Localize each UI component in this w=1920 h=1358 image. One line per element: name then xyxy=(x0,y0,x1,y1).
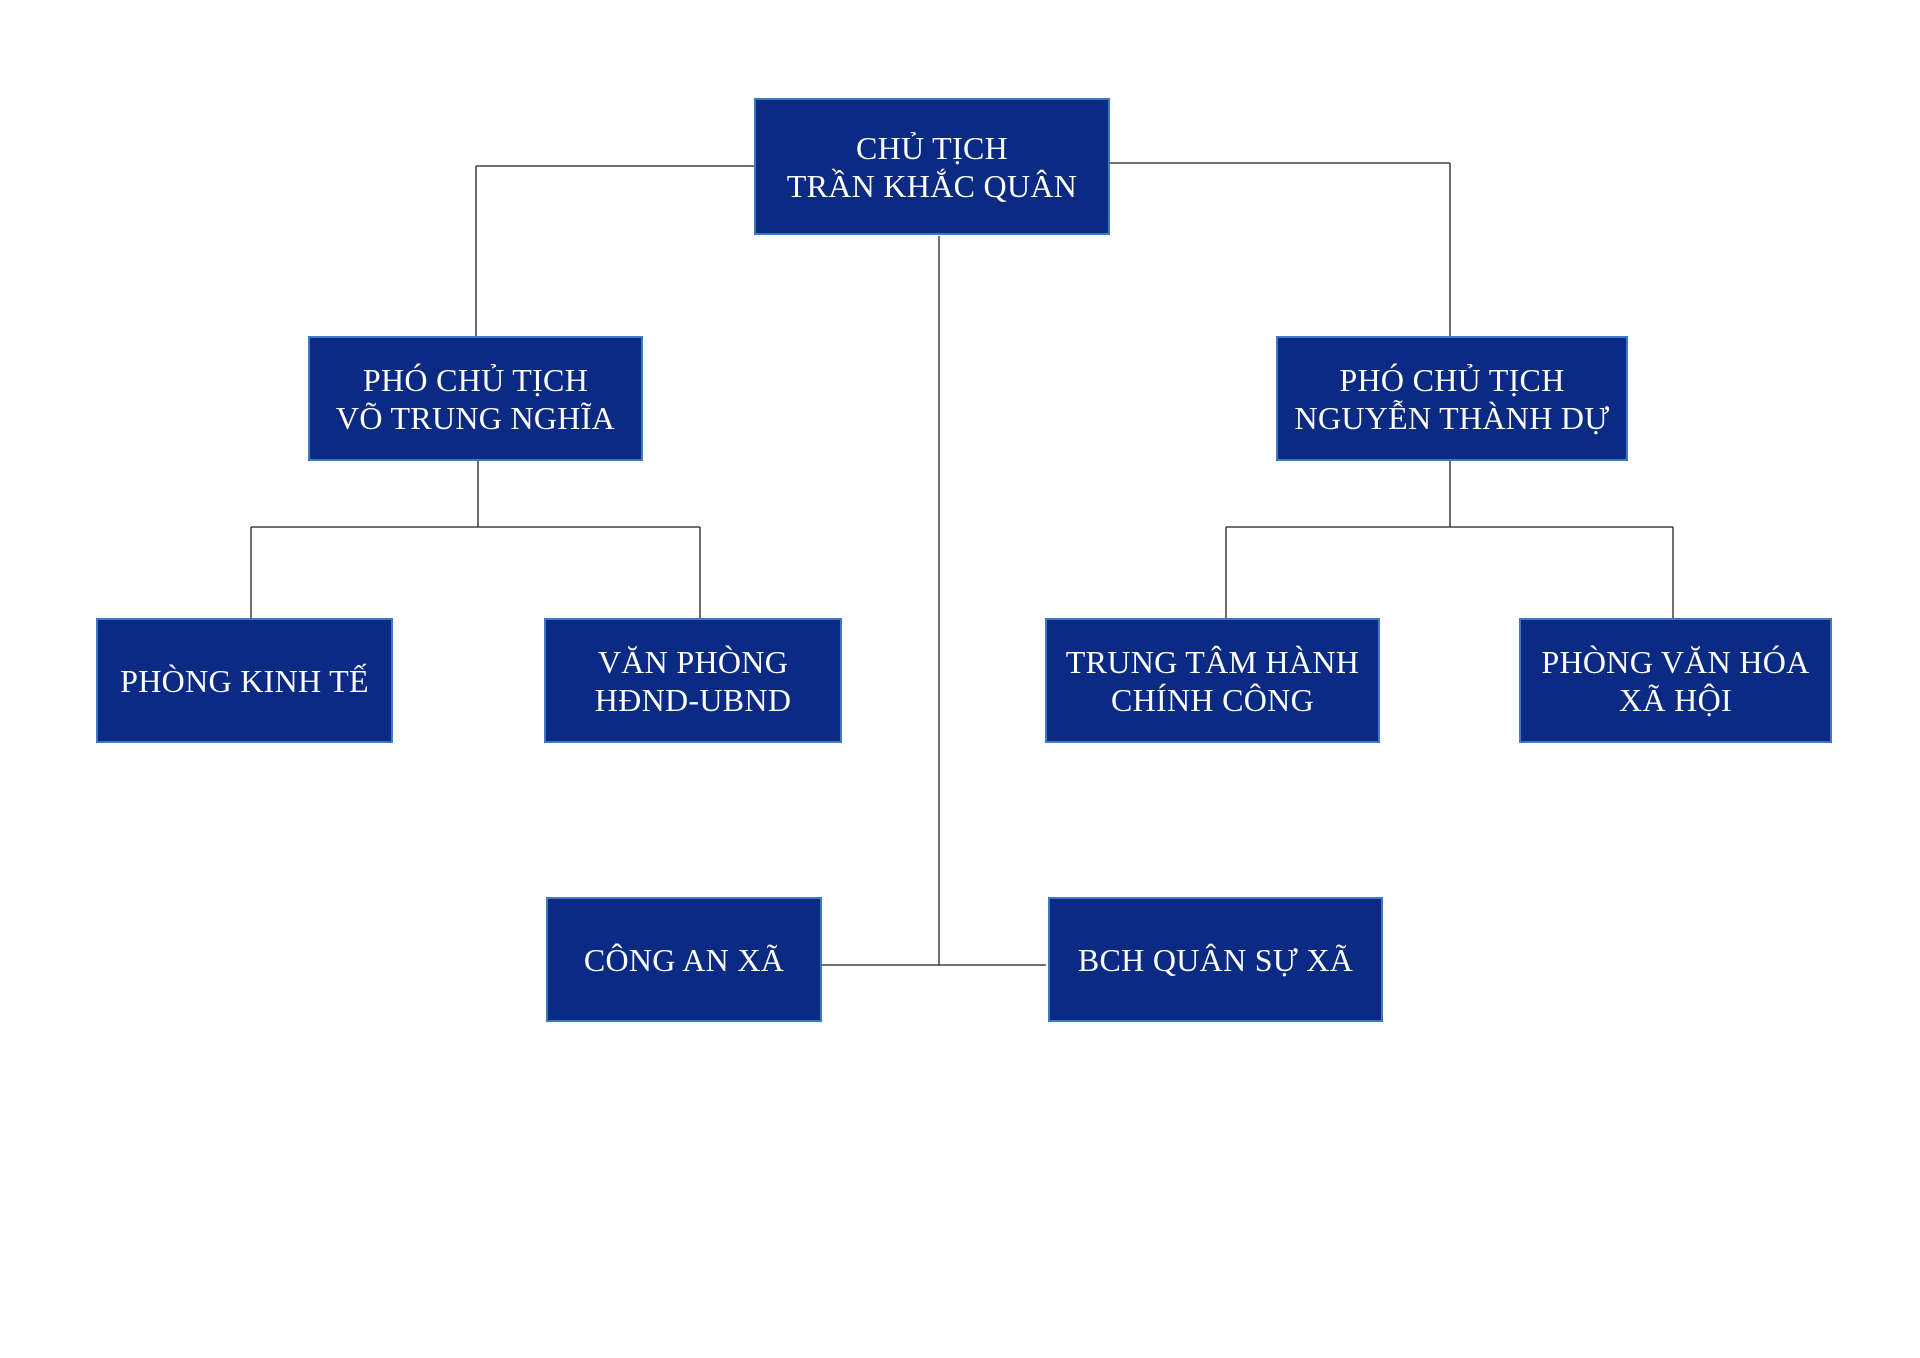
police-label: CÔNG AN XÃ xyxy=(583,941,785,978)
vice-left-title: PHÓ CHỦ TỊCH xyxy=(362,361,589,398)
node-military-command: BCH QUÂN SỰ XÃ xyxy=(1048,897,1383,1022)
vice-left-name: VÕ TRUNG NGHĨA xyxy=(335,399,616,436)
office-label-1: VĂN PHÒNG xyxy=(597,643,789,680)
culture-department-label-2: XÃ HỘI xyxy=(1619,681,1732,718)
node-vice-chairman-left: PHÓ CHỦ TỊCH VÕ TRUNG NGHĨA xyxy=(308,336,643,461)
admin-center-label-2: CHÍNH CÔNG xyxy=(1111,681,1314,718)
vice-right-name: NGUYỄN THÀNH DỰ xyxy=(1294,399,1610,436)
node-economic-department: PHÒNG KINH TẾ xyxy=(96,618,393,743)
office-label-2: HĐND-UBND xyxy=(594,681,792,718)
vice-right-title: PHÓ CHỦ TỊCH xyxy=(1339,361,1565,398)
military-command-label: BCH QUÂN SỰ XÃ xyxy=(1077,941,1354,978)
node-culture-department: PHÒNG VĂN HÓA XÃ HỘI xyxy=(1519,618,1832,743)
chairman-name: TRẦN KHẮC QUÂN xyxy=(786,167,1078,204)
chairman-title: CHỦ TỊCH xyxy=(855,129,1009,166)
culture-department-label-1: PHÒNG VĂN HÓA xyxy=(1541,643,1810,680)
node-vice-chairman-right: PHÓ CHỦ TỊCH NGUYỄN THÀNH DỰ xyxy=(1276,336,1628,461)
economic-department-label: PHÒNG KINH TẾ xyxy=(120,662,369,699)
node-chairman: CHỦ TỊCH TRẦN KHẮC QUÂN xyxy=(754,98,1110,235)
admin-center-label-1: TRUNG TÂM HÀNH xyxy=(1065,643,1360,680)
node-office: VĂN PHÒNG HĐND-UBND xyxy=(544,618,842,743)
node-police: CÔNG AN XÃ xyxy=(546,897,822,1022)
node-admin-center: TRUNG TÂM HÀNH CHÍNH CÔNG xyxy=(1045,618,1380,743)
